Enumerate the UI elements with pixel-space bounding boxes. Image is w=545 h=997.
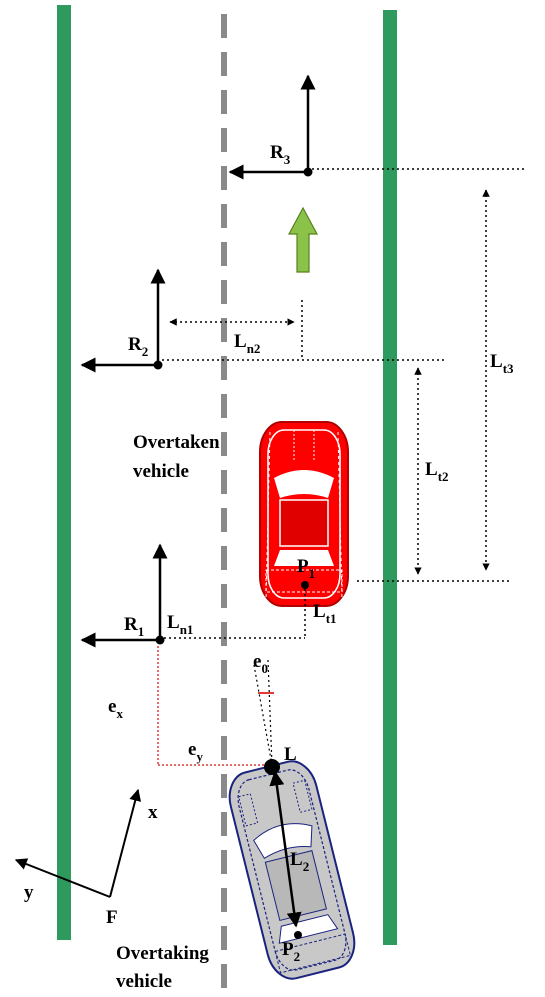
caption-overtaken-line1: Overtaken	[133, 432, 220, 453]
label-lt2: Lt2	[425, 459, 449, 484]
label-r2: R2	[128, 334, 148, 359]
caption-overtaken-line2: vehicle	[133, 461, 189, 482]
direction-arrow-icon	[287, 206, 319, 273]
label-l: L	[284, 744, 297, 765]
label-ln1: Ln1	[167, 612, 193, 637]
left-road-edge	[57, 5, 71, 940]
label-y: y	[24, 882, 34, 903]
label-e0: e0	[253, 651, 268, 676]
point-p1	[301, 581, 309, 589]
label-p1: P1	[297, 556, 315, 581]
point-l	[264, 759, 280, 775]
label-l2: L2	[290, 849, 309, 874]
label-f: F	[106, 907, 118, 928]
caption-overtaking-line2: vehicle	[116, 971, 172, 992]
label-ex: ex	[108, 696, 123, 721]
label-r1: R1	[124, 614, 144, 639]
dimension-ln2: Ln2	[169, 300, 303, 360]
frame-r1: R1 Ln1	[80, 543, 305, 648]
dimension-lt3: Lt3	[482, 189, 514, 571]
label-ey: ey	[188, 739, 203, 764]
frame-r3: R3	[228, 74, 527, 180]
point-p2	[294, 931, 302, 939]
frame-r2: R2	[80, 268, 445, 373]
label-lt3: Lt3	[490, 351, 514, 376]
arrow-l2	[269, 770, 302, 928]
error-lines: ex ey	[108, 646, 272, 766]
caption-overtaking-line1: Overtaking	[116, 943, 209, 964]
label-p2: P2	[282, 939, 300, 964]
label-ln2: Ln2	[234, 331, 260, 356]
right-road-edge	[383, 10, 397, 945]
red-car-icon	[259, 421, 349, 607]
dimension-lt2: Lt2	[414, 367, 449, 575]
reference-frame-arrows-icon: x y F	[14, 788, 158, 928]
heading-error-e0: e0	[253, 651, 274, 766]
label-lt1: Lt1	[313, 601, 337, 626]
label-x: x	[148, 802, 158, 823]
label-r3: R3	[270, 142, 291, 167]
